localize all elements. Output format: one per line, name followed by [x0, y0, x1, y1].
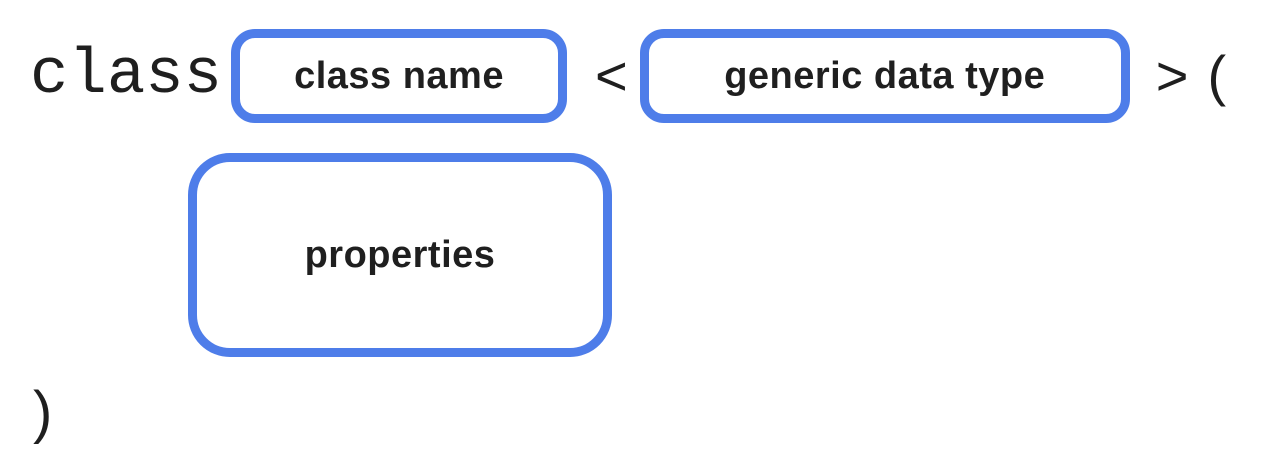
- properties-box: properties: [188, 153, 612, 357]
- close-paren-symbol: ): [33, 380, 53, 445]
- less-than-symbol: <: [595, 44, 628, 107]
- class-name-label: class name: [294, 54, 504, 97]
- open-paren-symbol: (: [1207, 44, 1227, 107]
- properties-label: properties: [304, 233, 496, 276]
- generic-data-type-box: generic data type: [639, 29, 1130, 123]
- greater-than-symbol: >: [1155, 44, 1189, 107]
- generic-data-type-label: generic data type: [724, 54, 1046, 97]
- class-name-box: class name: [231, 29, 568, 123]
- class-keyword: class: [30, 40, 223, 112]
- class-declaration-row: class class name < generic data type > (: [30, 29, 1226, 123]
